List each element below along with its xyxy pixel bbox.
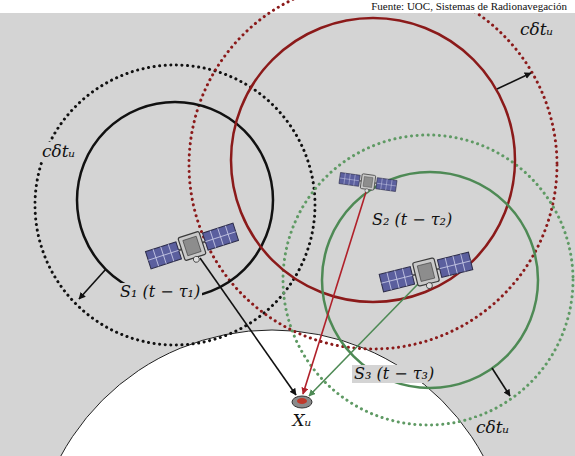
biased-range-circle xyxy=(283,135,573,425)
range-line xyxy=(200,258,296,395)
source-note: Fuente: UOC, Sistemas de Radionavegación xyxy=(369,0,569,13)
clock-bias-label: cδtᵤ xyxy=(474,418,511,438)
receiver-label: Xᵤ xyxy=(291,411,314,431)
clock-bias-label: cδtᵤ xyxy=(518,20,555,40)
satellite-label: S₁ (t − τ₁) xyxy=(118,283,202,301)
satellite-label: S₃ (t − τ₃) xyxy=(352,365,436,383)
earth-surface xyxy=(32,330,512,456)
biased-range-circle xyxy=(189,0,557,349)
biased-range-circle xyxy=(35,65,315,345)
satellite-icon xyxy=(338,171,397,197)
clock-bias-label: cδtᵤ xyxy=(40,142,77,162)
clock-bias-arrow xyxy=(497,73,531,89)
satellite-icon xyxy=(145,220,241,276)
range-circle xyxy=(77,102,273,298)
satellite-icon xyxy=(378,249,474,299)
range-circle xyxy=(231,18,515,302)
satellite-label: S₂ (t − τ₂) xyxy=(370,211,454,229)
range-circle xyxy=(322,172,538,388)
receiver-icon xyxy=(292,396,312,408)
clock-bias-arrow xyxy=(79,269,106,299)
clock-bias-arrow xyxy=(492,368,510,396)
range-line xyxy=(303,192,366,394)
